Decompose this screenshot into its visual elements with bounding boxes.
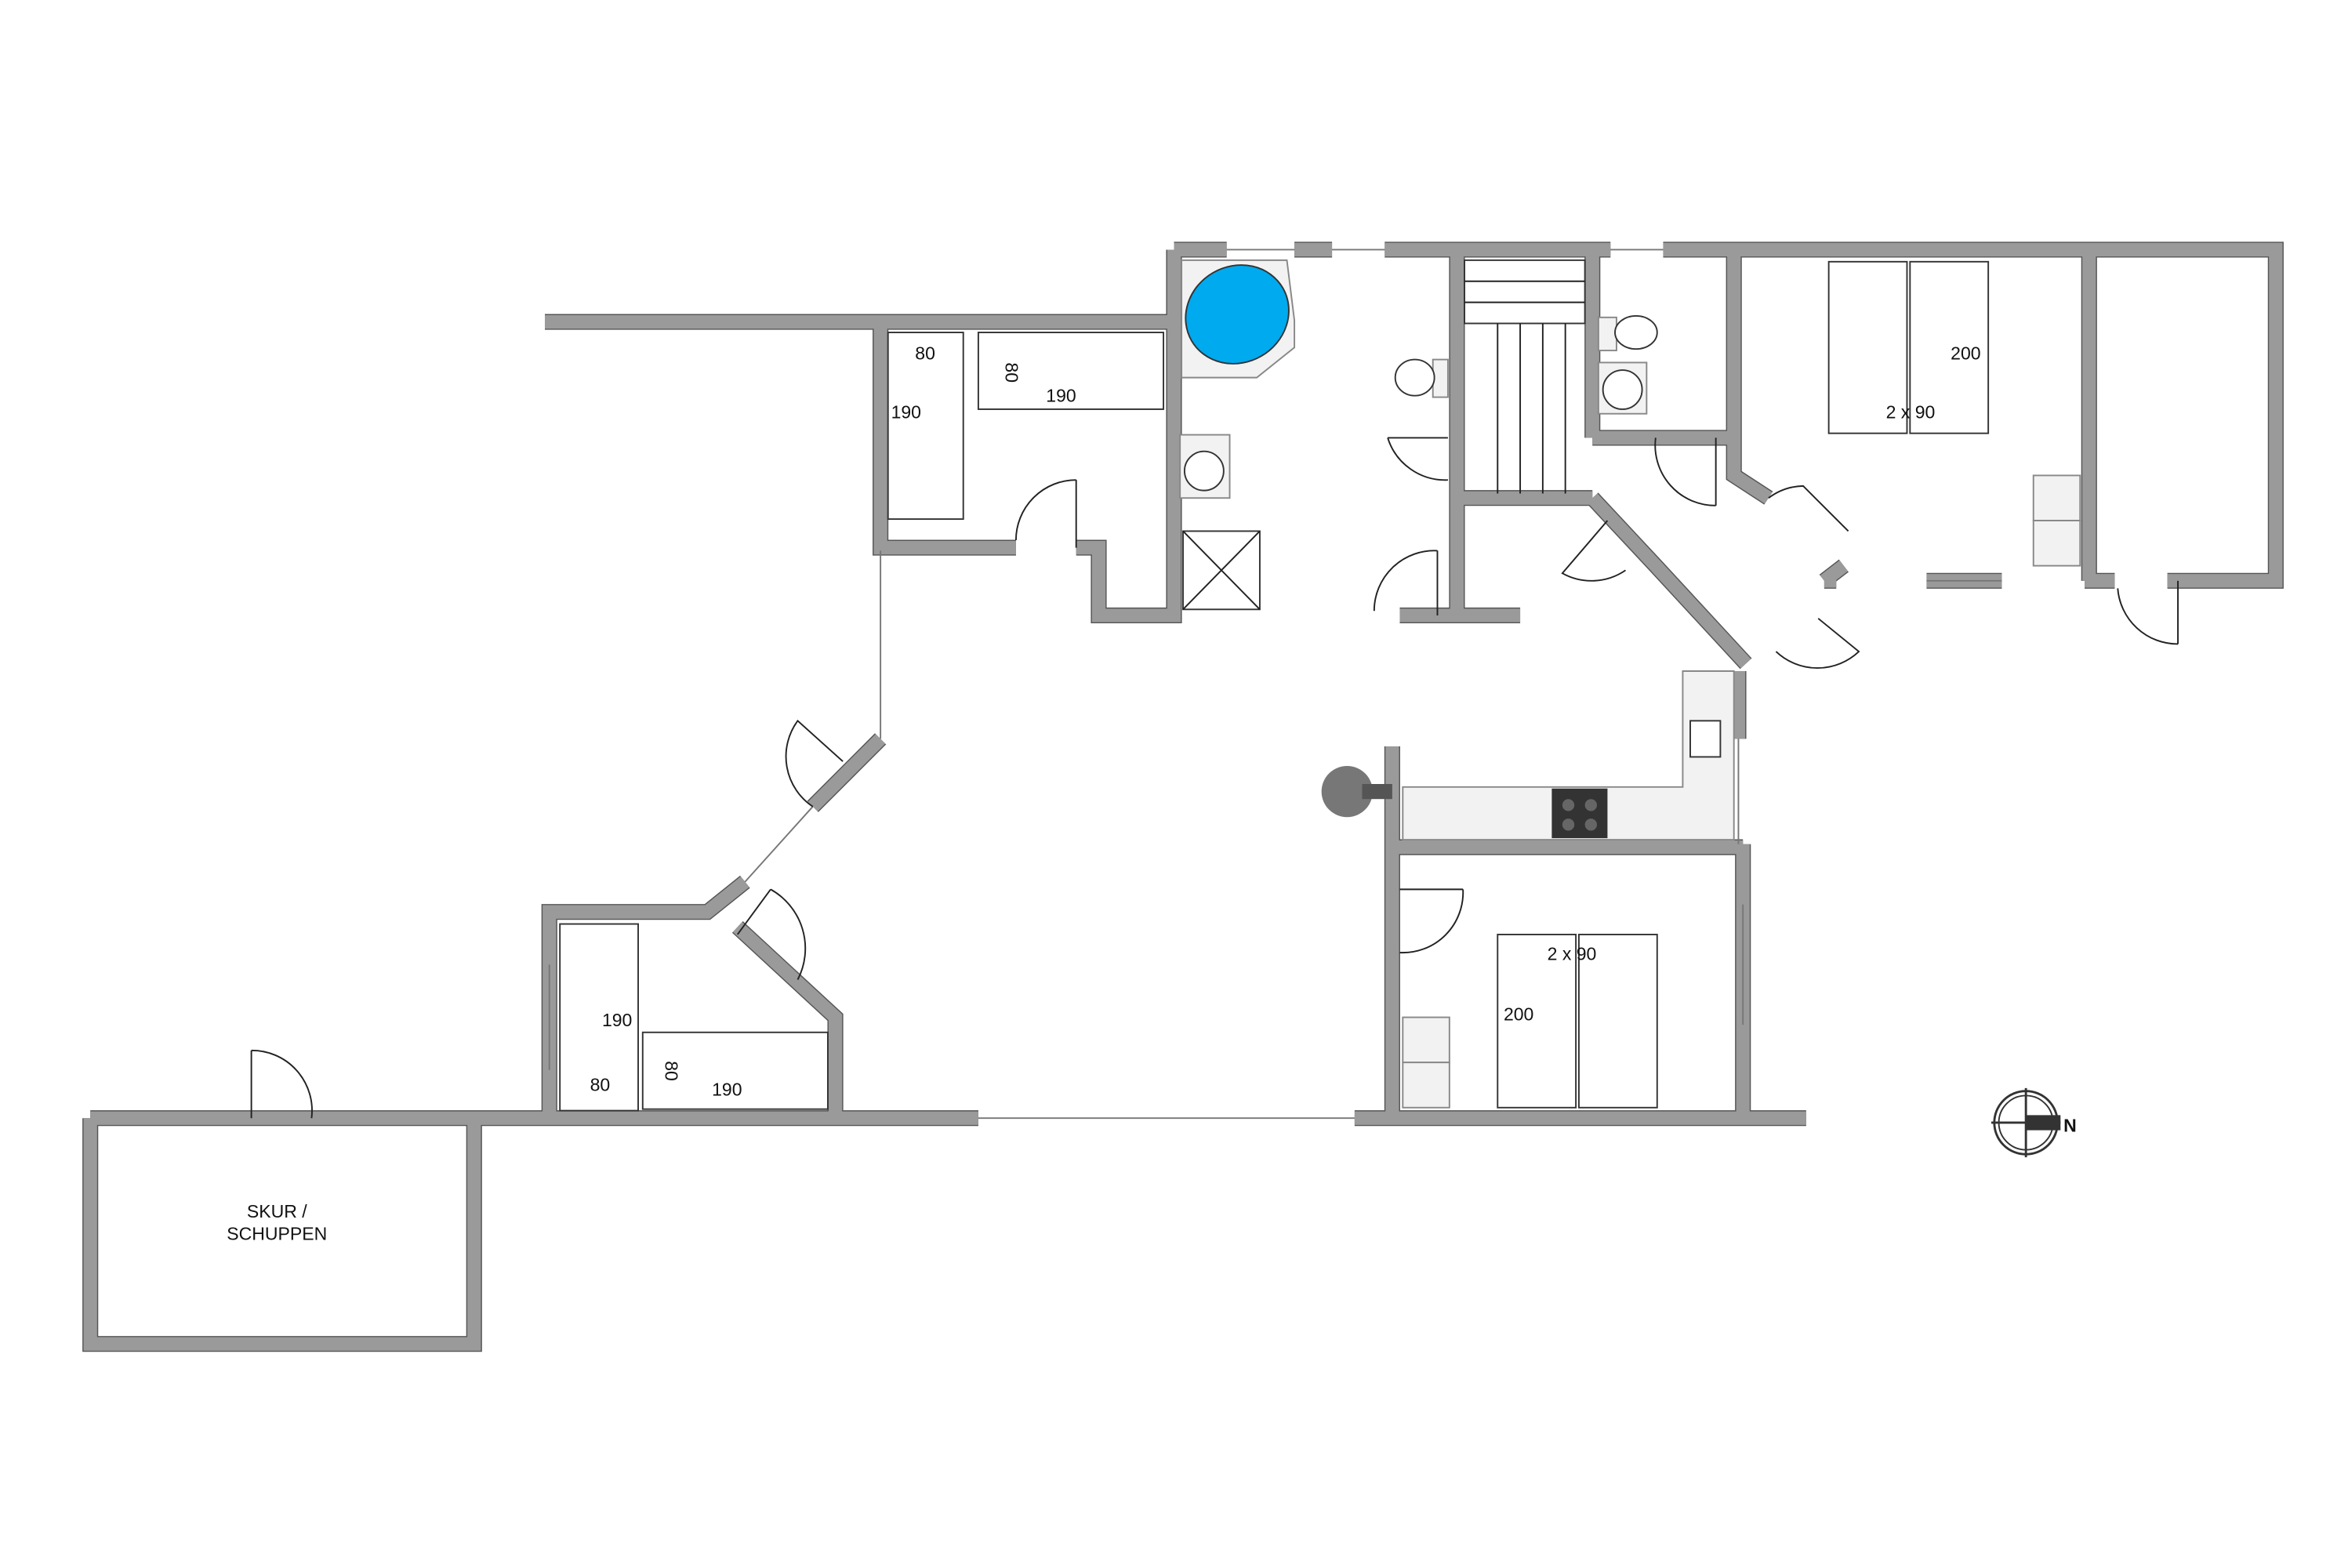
bed bbox=[641, 1031, 829, 1110]
shed-label: SKUR / bbox=[247, 1201, 307, 1221]
kitchen bbox=[1321, 670, 1735, 840]
bed bbox=[1909, 260, 1990, 434]
door-bunk-top[interactable] bbox=[1014, 479, 1077, 548]
stove bbox=[1551, 788, 1608, 839]
door-bedroom-bottom[interactable] bbox=[1399, 888, 1464, 954]
bed bbox=[887, 332, 964, 521]
bed bbox=[559, 923, 639, 1112]
bed bbox=[977, 332, 1165, 410]
doors bbox=[250, 437, 2179, 1119]
toilet-2 bbox=[1597, 316, 1617, 352]
windows bbox=[548, 249, 2002, 1120]
bed bbox=[1827, 260, 1908, 434]
bed-size-label: 2 x 90 bbox=[1886, 401, 1936, 422]
wood-stove-icon bbox=[1321, 765, 1373, 818]
bedroom-top-right: 2 x 90 200 bbox=[1827, 260, 1990, 434]
door-bedroom-right[interactable] bbox=[1768, 485, 1849, 532]
compass-icon: N bbox=[1991, 1087, 2077, 1158]
bed-length-label: 190 bbox=[891, 401, 921, 422]
bed bbox=[1497, 934, 1577, 1109]
door-hall-2[interactable] bbox=[1775, 618, 1860, 670]
bed-length-label: 190 bbox=[712, 1079, 742, 1099]
storage-units bbox=[1402, 474, 2081, 1109]
door-bath[interactable] bbox=[1387, 437, 1448, 481]
bed-length-label: 200 bbox=[1504, 1004, 1533, 1024]
bed-size-label: 2 x 90 bbox=[1548, 944, 1597, 964]
kitchen-sink bbox=[1689, 720, 1722, 758]
bed-width-label: 80 bbox=[1001, 362, 1022, 383]
bedroom-bottom: 2 x 90 200 bbox=[1497, 934, 1658, 1109]
door-bath-lower[interactable] bbox=[1373, 550, 1439, 615]
bunk-room-top: 80 190 80 190 bbox=[887, 332, 1165, 521]
bathroom-fixtures bbox=[1179, 259, 1658, 611]
door-entry-diagonal[interactable] bbox=[785, 719, 844, 808]
shed: SKUR / SCHUPPEN bbox=[227, 1201, 327, 1244]
sauna bbox=[1464, 259, 1586, 494]
toilet-1 bbox=[1432, 358, 1449, 398]
bed-length-label: 200 bbox=[1951, 343, 1980, 364]
bunk-room-bottom: 190 80 80 190 bbox=[559, 923, 829, 1112]
compass-north-label: N bbox=[2063, 1115, 2077, 1135]
door-bunk-bottom[interactable] bbox=[736, 888, 807, 981]
door-wc[interactable] bbox=[1654, 437, 1717, 506]
walls bbox=[82, 241, 2284, 1352]
shed-label: SCHUPPEN bbox=[227, 1224, 327, 1244]
door-storage[interactable] bbox=[2117, 580, 2179, 645]
bed-length-label: 190 bbox=[602, 1010, 632, 1030]
door-hall-1[interactable] bbox=[1561, 520, 1627, 582]
bed-width-label: 80 bbox=[662, 1061, 682, 1081]
door-shed[interactable] bbox=[250, 1049, 313, 1119]
bed-width-label: 80 bbox=[915, 343, 935, 364]
bed bbox=[1577, 934, 1658, 1109]
bed-length-label: 190 bbox=[1046, 385, 1076, 405]
bed-width-label: 80 bbox=[590, 1075, 611, 1095]
bathtub bbox=[1185, 264, 1290, 365]
